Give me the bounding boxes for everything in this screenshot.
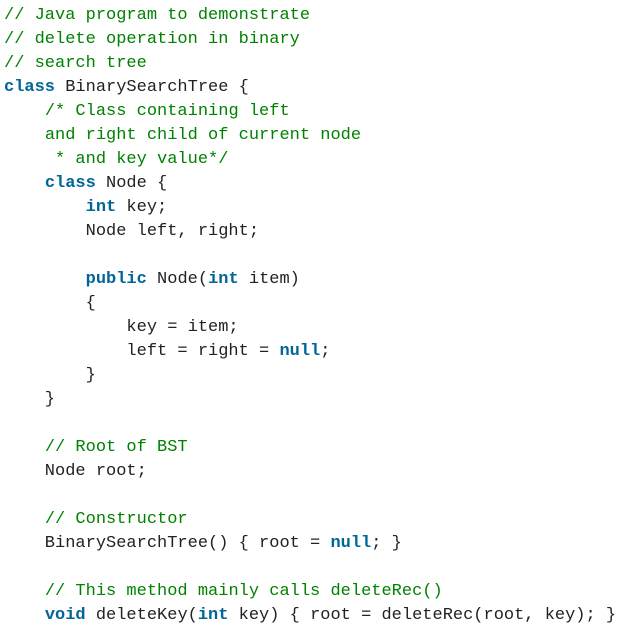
code-line: // Constructor xyxy=(4,508,616,532)
code-text xyxy=(4,558,14,577)
code-text: } xyxy=(4,366,96,385)
code-comment: // Constructor xyxy=(44,510,188,529)
code-line: class BinarySearchTree { xyxy=(4,76,616,100)
code-line: void deleteKey(int key) { root = deleteR… xyxy=(4,604,616,628)
code-comment: // This method mainly calls deleteRec() xyxy=(44,582,443,601)
code-line: public Node(int item) xyxy=(4,268,616,292)
code-text: Node( xyxy=(146,270,209,289)
code-text xyxy=(4,582,45,601)
code-line xyxy=(4,412,616,436)
code-line: // Java program to demonstrate xyxy=(4,4,616,28)
code-text: ; } xyxy=(371,534,402,553)
code-text: Node { xyxy=(95,174,168,193)
code-text: } xyxy=(4,390,56,409)
code-line: Node root; xyxy=(4,460,616,484)
code-text xyxy=(4,126,45,145)
code-line: /* Class containing left xyxy=(4,100,616,124)
code-keyword: int xyxy=(85,198,117,217)
code-line: int key; xyxy=(4,196,616,220)
code-comment: // delete operation in binary xyxy=(4,30,300,49)
code-line: // Root of BST xyxy=(4,436,616,460)
code-line xyxy=(4,556,616,580)
code-line xyxy=(4,484,616,508)
code-line: { xyxy=(4,292,616,316)
code-text xyxy=(4,150,55,169)
code-keyword: null xyxy=(330,534,372,553)
code-text xyxy=(4,510,45,529)
code-line: Node left, right; xyxy=(4,220,616,244)
code-text: Node root; xyxy=(4,462,147,481)
code-line: } xyxy=(4,364,616,388)
code-line: key = item; xyxy=(4,316,616,340)
code-line: left = right = null; xyxy=(4,340,616,364)
code-text: left = right = xyxy=(4,342,280,361)
code-line: // delete operation in binary xyxy=(4,28,616,52)
code-text: item) xyxy=(238,270,300,289)
code-text xyxy=(4,438,45,457)
code-keyword: public xyxy=(85,270,147,289)
code-line: and right child of current node xyxy=(4,124,616,148)
code-text xyxy=(4,270,86,289)
code-text xyxy=(4,606,45,625)
code-text: Node left, right; xyxy=(4,222,260,241)
code-text xyxy=(4,414,14,433)
code-line: // search tree xyxy=(4,52,616,76)
code-text: key; xyxy=(116,198,168,217)
code-text xyxy=(4,246,14,265)
code-text: BinarySearchTree() { root = xyxy=(4,534,331,553)
code-keyword: null xyxy=(279,342,321,361)
code-comment: // Java program to demonstrate xyxy=(4,6,311,25)
code-line: // This method mainly calls deleteRec() xyxy=(4,580,616,604)
code-text: key = item; xyxy=(4,318,239,337)
code-line: BinarySearchTree() { root = null; } xyxy=(4,532,616,556)
code-text xyxy=(4,174,45,193)
code-text: key) { root = deleteRec(root, key); } xyxy=(228,606,617,625)
code-keyword: int xyxy=(208,270,239,289)
code-text: ; xyxy=(320,342,331,361)
code-block: // Java program to demonstrate // delete … xyxy=(4,4,616,628)
code-keyword: class xyxy=(4,78,56,97)
code-text xyxy=(4,486,14,505)
code-keyword: class xyxy=(44,174,96,193)
code-text: { xyxy=(4,294,96,313)
code-text: BinarySearchTree { xyxy=(55,78,249,97)
code-keyword: void xyxy=(44,606,86,625)
code-line xyxy=(4,244,616,268)
code-comment: /* Class containing left xyxy=(44,102,290,121)
code-comment: // search tree xyxy=(4,54,147,73)
code-line: } xyxy=(4,388,616,412)
code-text: deleteKey( xyxy=(85,606,198,625)
code-keyword: int xyxy=(197,606,229,625)
code-comment: and right child of current node xyxy=(44,126,362,145)
code-comment: // Root of BST xyxy=(44,438,188,457)
code-comment: * and key value*/ xyxy=(55,150,229,169)
code-text xyxy=(4,102,45,121)
code-line: * and key value*/ xyxy=(4,148,616,172)
code-text xyxy=(4,198,86,217)
code-line: class Node { xyxy=(4,172,616,196)
